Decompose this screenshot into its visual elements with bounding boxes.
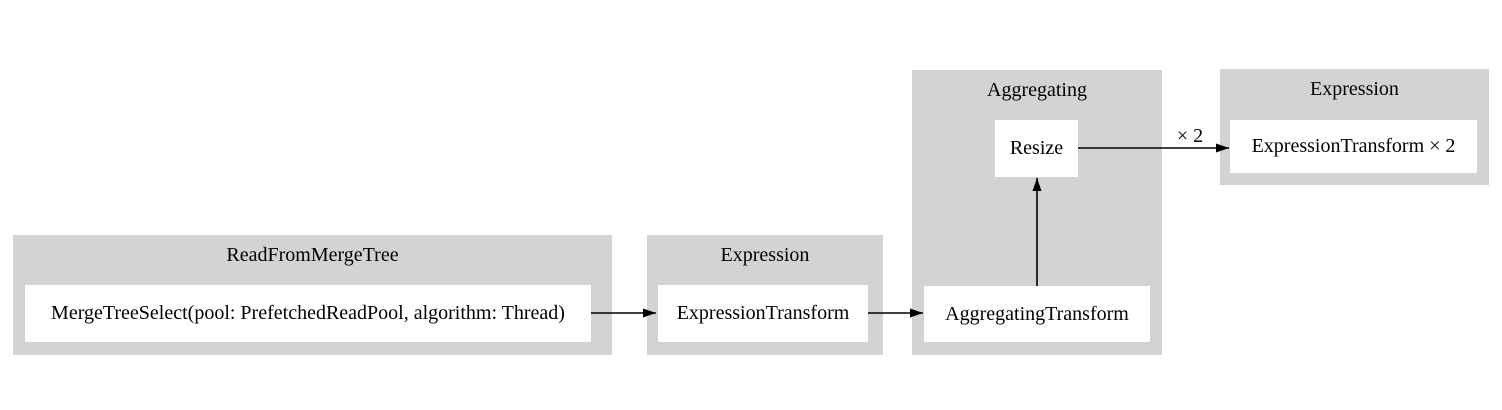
cluster-title-expression-1: Expression bbox=[720, 244, 810, 266]
node-expressiontransform: ExpressionTransform bbox=[658, 285, 868, 342]
node-aggregatingtransform: AggregatingTransform bbox=[924, 286, 1150, 342]
node-mergetreeselect: MergeTreeSelect(pool: PrefetchedReadPool… bbox=[25, 285, 591, 342]
node-expressiontransform-x2: ExpressionTransform × 2 bbox=[1230, 120, 1477, 173]
edge-multiplicity-label: × 2 bbox=[1176, 125, 1204, 147]
node-resize: Resize bbox=[995, 120, 1078, 177]
cluster-title-readfrommergetree: ReadFromMergeTree bbox=[226, 244, 399, 266]
cluster-title-expression-2: Expression bbox=[1310, 78, 1399, 100]
cluster-title-aggregating: Aggregating bbox=[987, 79, 1087, 101]
cluster-readfrommergetree: ReadFromMergeTree MergeTreeSelect(pool: … bbox=[13, 235, 612, 355]
cluster-expression-2: Expression ExpressionTransform × 2 bbox=[1220, 69, 1489, 185]
cluster-expression-1: Expression ExpressionTransform bbox=[647, 235, 883, 355]
cluster-aggregating: Aggregating Resize AggregatingTransform bbox=[912, 70, 1162, 355]
